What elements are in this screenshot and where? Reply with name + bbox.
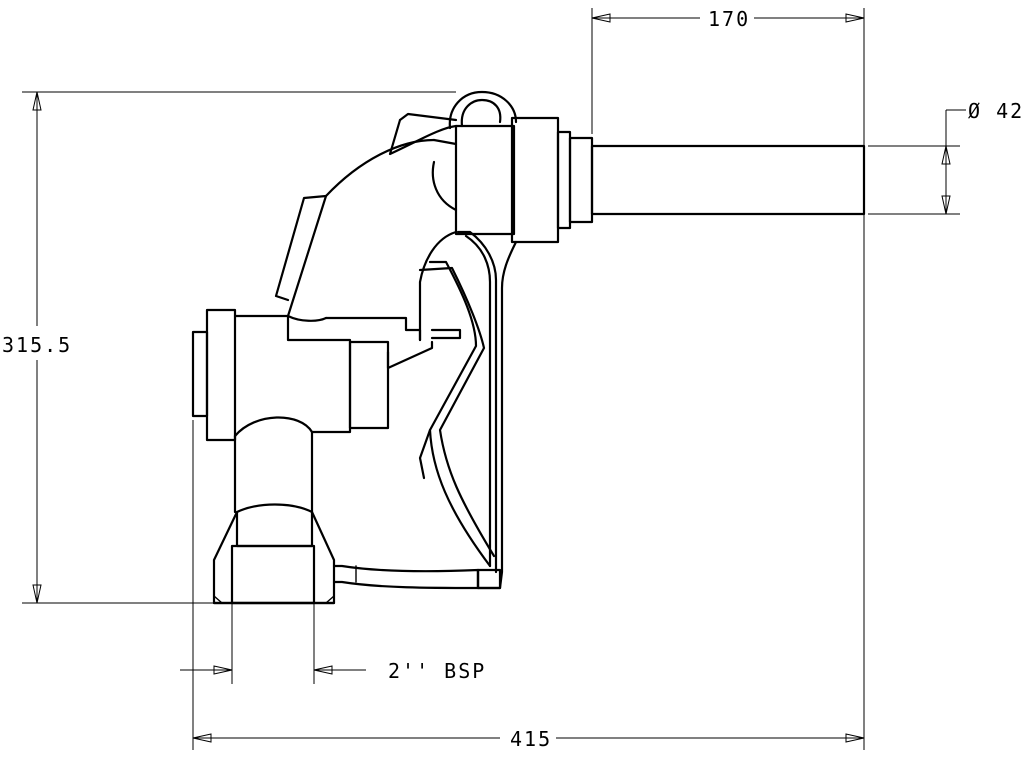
dimension-315: 315.5 bbox=[2, 91, 456, 604]
swivel-block bbox=[431, 90, 594, 244]
dimension-diameter-label: Ø 42 bbox=[968, 99, 1024, 123]
dimension-170-label: 170 bbox=[708, 7, 750, 31]
main-body bbox=[233, 314, 434, 514]
dimension-415: 415 bbox=[192, 214, 865, 751]
upper-casing bbox=[274, 112, 458, 342]
dimension-315-label: 315.5 bbox=[2, 333, 72, 357]
lever-guard bbox=[332, 230, 518, 590]
dimension-170: 170 bbox=[591, 7, 865, 146]
dimension-thread-label: 2'' BSP bbox=[388, 659, 486, 683]
dimension-thread: 2'' BSP bbox=[180, 603, 486, 684]
trigger-lever bbox=[418, 260, 496, 568]
inlet-flange bbox=[191, 308, 237, 442]
dimension-415-label: 415 bbox=[510, 727, 552, 751]
bottom-fitting bbox=[212, 503, 336, 605]
dimension-diameter: Ø 42 bbox=[868, 99, 1024, 215]
spout bbox=[590, 144, 866, 216]
nozzle-drawing bbox=[191, 90, 866, 605]
